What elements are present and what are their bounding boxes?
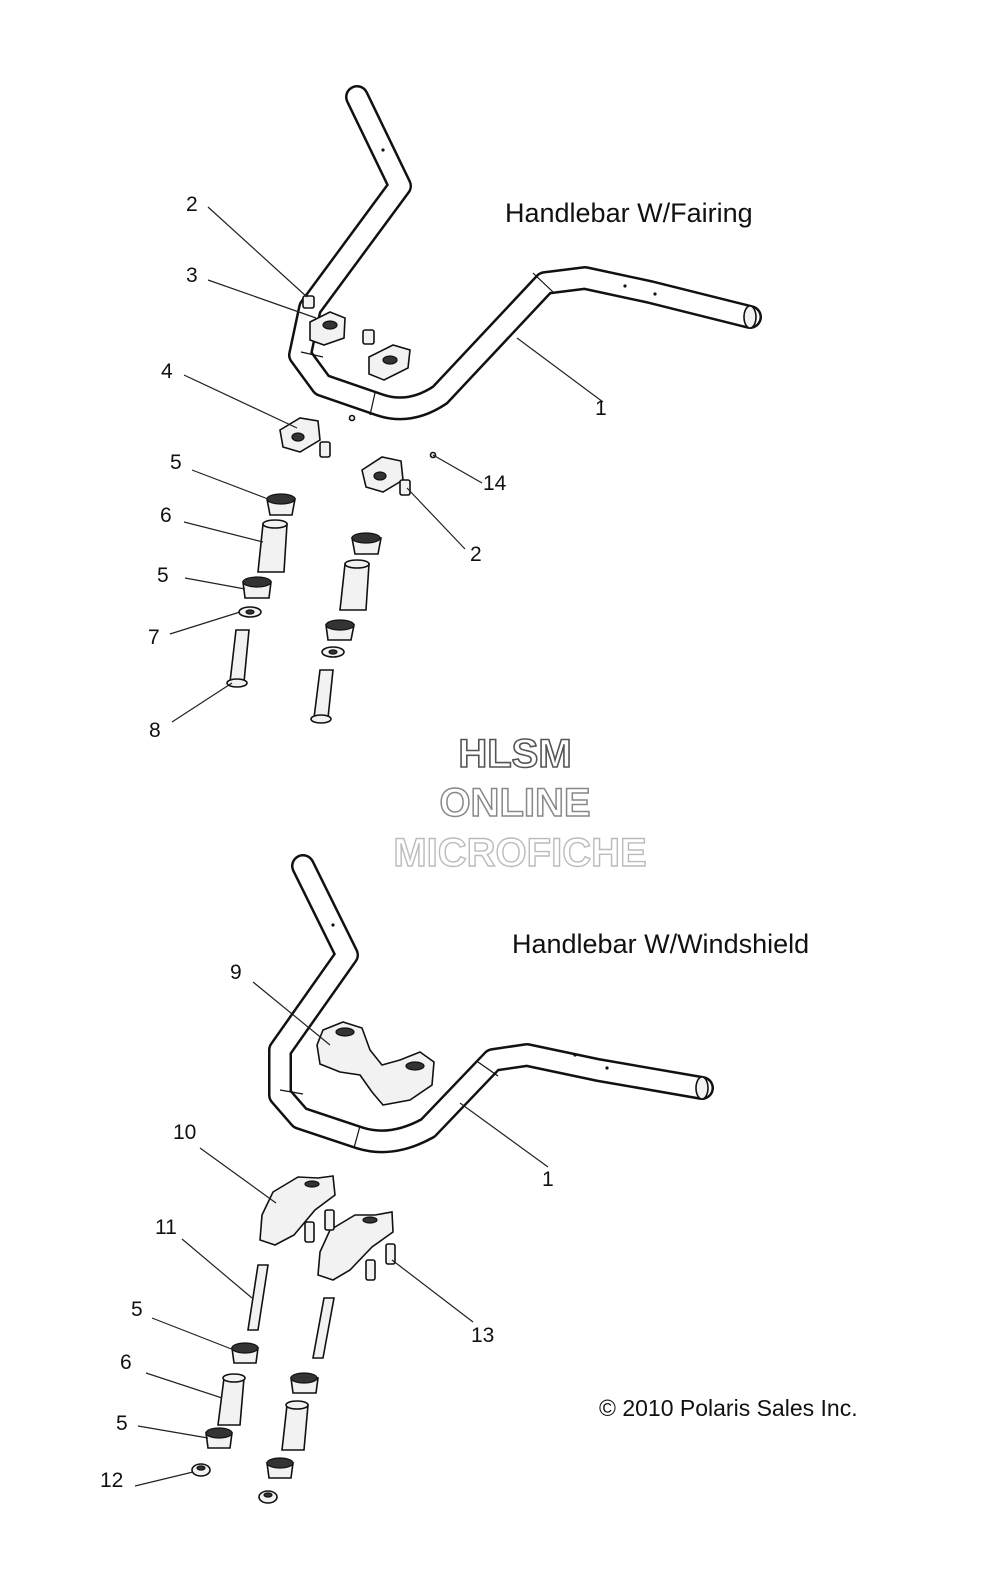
handlebar-windshield-assembly: 9 1 10 11 5 6 5 12 13 Handlebar W/Windsh… — [100, 854, 809, 1504]
lower-clamp-right — [361, 451, 437, 496]
title-fairing: Handlebar W/Fairing — [505, 198, 753, 228]
riser-right — [317, 1211, 394, 1281]
riser-stack-right — [310, 532, 382, 724]
riser-bridge — [316, 1021, 435, 1106]
watermark-line-1: HLSM — [458, 732, 571, 776]
riser-left — [259, 1175, 336, 1246]
clamp-bolt — [302, 295, 375, 345]
upper-clamp-left — [309, 311, 346, 346]
callout-5-lower: 5 — [157, 564, 169, 587]
callout-14: 14 — [483, 472, 507, 495]
callout-1-top: 1 — [595, 397, 607, 420]
handlebar-fairing-assembly: 2 3 4 5 6 5 7 8 1 14 2 Handlebar W/Fairi… — [148, 85, 762, 742]
callout-8: 8 — [149, 719, 161, 742]
title-windshield: Handlebar W/Windshield — [512, 929, 809, 959]
watermark-line-3: MICROFICHE — [393, 831, 646, 875]
callout-6: 6 — [160, 504, 172, 527]
callout-5-upper: 5 — [170, 451, 182, 474]
callout-5-lower-bottom: 5 — [116, 1412, 128, 1435]
callout-1-bottom: 1 — [542, 1168, 554, 1191]
callout-11: 11 — [155, 1216, 177, 1239]
riser-stack-left — [226, 493, 296, 688]
leader-lines-top — [169, 206, 604, 723]
callout-10: 10 — [173, 1121, 196, 1144]
callout-4: 4 — [161, 360, 173, 383]
handlebar-tube — [288, 85, 762, 421]
callout-9: 9 — [230, 961, 242, 984]
handlebar-tube-lower — [268, 854, 714, 1154]
callout-12: 12 — [100, 1469, 123, 1492]
lower-clamp-left — [279, 414, 356, 458]
callout-labels-bottom: 9 1 10 11 5 6 5 12 13 — [100, 961, 554, 1492]
callout-labels-top: 2 3 4 5 6 5 7 8 1 14 2 — [148, 193, 607, 742]
leader-lines-bottom — [134, 981, 549, 1487]
callout-6-bottom: 6 — [120, 1351, 132, 1374]
copyright-notice: © 2010 Polaris Sales Inc. — [599, 1395, 858, 1421]
upper-clamp-right — [368, 344, 411, 381]
callout-2-upper: 2 — [186, 193, 198, 216]
post-stack-left — [191, 1264, 269, 1477]
callout-7: 7 — [148, 626, 160, 649]
callout-13: 13 — [471, 1324, 494, 1347]
callout-2-lower: 2 — [470, 543, 482, 566]
watermark: HLSM ONLINE MICROFICHE — [393, 731, 648, 876]
callout-5-upper-bottom: 5 — [131, 1298, 143, 1321]
callout-3: 3 — [186, 264, 198, 287]
watermark-line-2: ONLINE — [439, 781, 590, 825]
riser-bolts — [304, 1209, 396, 1281]
post-stack-right — [258, 1297, 335, 1504]
